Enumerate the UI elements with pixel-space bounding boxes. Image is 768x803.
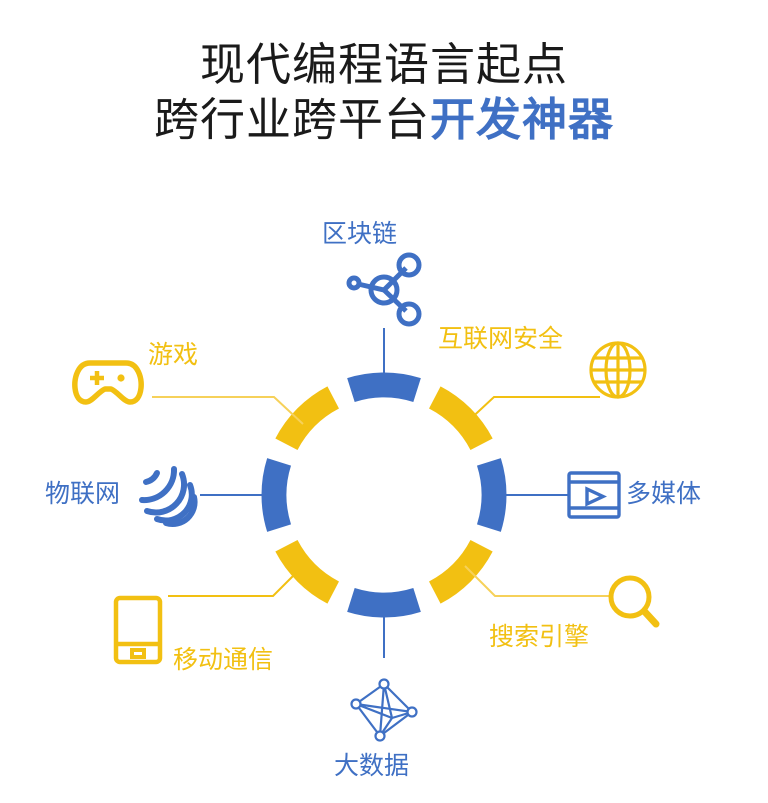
arc-games[interactable] [275,386,340,451]
label-games[interactable]: 游戏 [148,341,199,369]
video-player-icon [567,471,621,519]
arc-search-engine[interactable] [428,539,493,604]
label-iot[interactable]: 物联网 [45,480,121,508]
arc-internet-security[interactable] [428,386,493,451]
technology-wheel-diagram: 区块链 互联网安全 多媒体 搜索引擎 大数据 移动通信 物联网 游戏 [0,180,768,803]
network-graph-icon [350,678,418,742]
title-line-2-plain: 跨行业跨平台 [153,93,430,145]
magnifier-icon [608,575,660,628]
striped-globe-icon [139,466,198,527]
arc-iot[interactable] [261,458,292,532]
label-internet-security[interactable]: 互联网安全 [438,325,564,353]
connector-search-engine [464,565,610,597]
connector-games [152,396,304,425]
globe-grid-icon [589,341,647,399]
label-blockchain[interactable]: 区块链 [322,220,398,248]
ring [261,372,507,618]
title-line-1: 现代编程语言起点 [199,39,568,90]
arc-mobile-communication[interactable] [275,539,340,604]
label-big-data[interactable]: 大数据 [334,752,410,780]
arc-blockchain[interactable] [347,372,421,403]
blockchain-nodes-icon [346,252,422,327]
connector-lines [152,328,610,658]
title-line-2: 跨行业跨平台开发神器 [0,93,768,148]
wheel-svg [72,252,660,742]
connector-internet-security [464,396,600,425]
label-search-engine[interactable]: 搜索引擎 [489,623,590,651]
page-title: 现代编程语言起点 跨行业跨平台开发神器 [0,38,768,148]
mobile-phone-icon [113,595,163,665]
gamepad-icon [72,360,144,405]
arc-multimedia[interactable] [476,458,507,532]
label-multimedia[interactable]: 多媒体 [626,480,702,508]
arc-big-data[interactable] [347,587,421,618]
label-mobile-communication[interactable]: 移动通信 [173,646,274,674]
connector-mobile [168,565,304,597]
title-line-2-accent: 开发神器 [430,93,615,145]
